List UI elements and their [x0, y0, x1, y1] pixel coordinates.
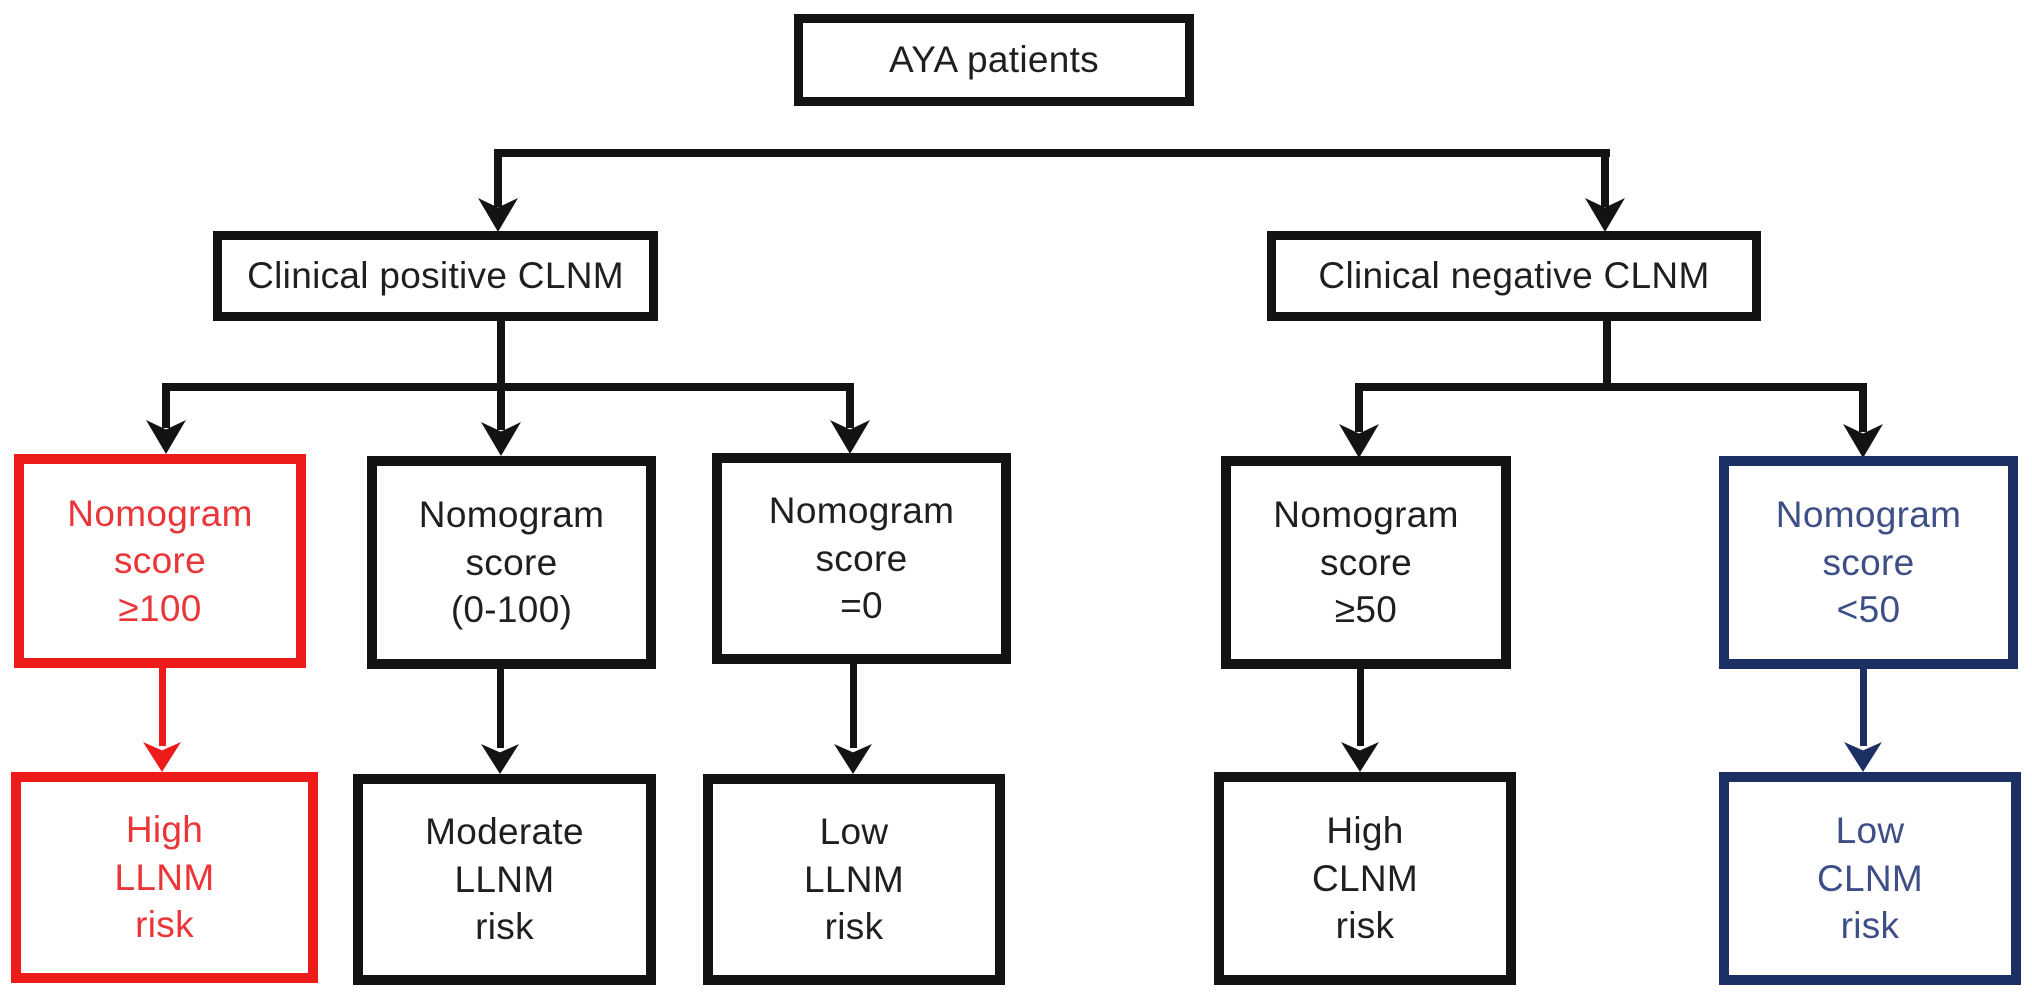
node-low-llnm-risk: Low LLNM risk: [703, 774, 1005, 985]
arrowhead-down-icon: [1844, 742, 1882, 772]
connector-score-risk-4: [1357, 666, 1364, 746]
connector-right-drop-2: [1859, 383, 1867, 432]
node-label: High LLNM risk: [114, 809, 215, 946]
connector-score-risk-5: [1860, 666, 1867, 746]
node-low-clnm-risk: Low CLNM risk: [1719, 772, 2021, 985]
node-label: Nomogram score (0-100): [418, 494, 605, 631]
connector-right-drop-1: [1355, 383, 1363, 432]
node-moderate-llnm-risk: Moderate LLNM risk: [353, 774, 656, 985]
connector-score-risk-1: [159, 666, 166, 746]
node-label: Clinical positive CLNM: [247, 255, 624, 297]
connector-score-risk-2: [497, 666, 504, 748]
connector-root-drop-left: [494, 149, 502, 207]
arrowhead-down-icon: [143, 742, 181, 772]
connector-root-hline: [494, 149, 1610, 157]
node-label: Nomogram score ≥50: [1273, 494, 1459, 631]
connector-score-risk-3: [850, 662, 857, 748]
node-score-0-100: Nomogram score (0-100): [367, 456, 656, 669]
connector-left-stub: [497, 318, 505, 430]
node-label: AYA patients: [889, 39, 1099, 81]
node-label: Nomogram score ≥100: [67, 492, 253, 629]
node-aya-patients: AYA patients: [794, 14, 1194, 106]
arrowhead-down-icon: [1341, 742, 1379, 772]
node-score-ge100: Nomogram score ≥100: [14, 454, 306, 668]
connector-right-hline: [1355, 383, 1867, 391]
connector-left-hline: [162, 383, 854, 391]
node-label: Low CLNM risk: [1816, 810, 1924, 947]
connector-left-drop-3: [846, 383, 854, 428]
node-label: Clinical negative CLNM: [1318, 255, 1710, 297]
node-clinical-positive-clnm: Clinical positive CLNM: [213, 231, 658, 321]
node-label: Moderate LLNM risk: [425, 811, 584, 948]
node-high-clnm-risk: High CLNM risk: [1214, 772, 1516, 985]
connector-root-drop-right: [1601, 149, 1609, 207]
node-score-eq0: Nomogram score =0: [712, 453, 1011, 664]
node-clinical-negative-clnm: Clinical negative CLNM: [1267, 231, 1761, 321]
node-label: Nomogram score =0: [768, 490, 955, 627]
node-score-ge50: Nomogram score ≥50: [1221, 456, 1511, 669]
connector-left-drop-1: [162, 383, 170, 428]
node-label: High CLNM risk: [1311, 810, 1419, 947]
node-score-lt50: Nomogram score <50: [1719, 456, 2018, 669]
arrowhead-down-icon: [481, 744, 519, 774]
node-label: Nomogram score <50: [1775, 494, 1962, 631]
node-high-llnm-risk: High LLNM risk: [11, 772, 318, 983]
connector-right-stub: [1603, 318, 1611, 391]
node-label: Low LLNM risk: [804, 811, 904, 948]
arrowhead-down-icon: [834, 744, 872, 774]
